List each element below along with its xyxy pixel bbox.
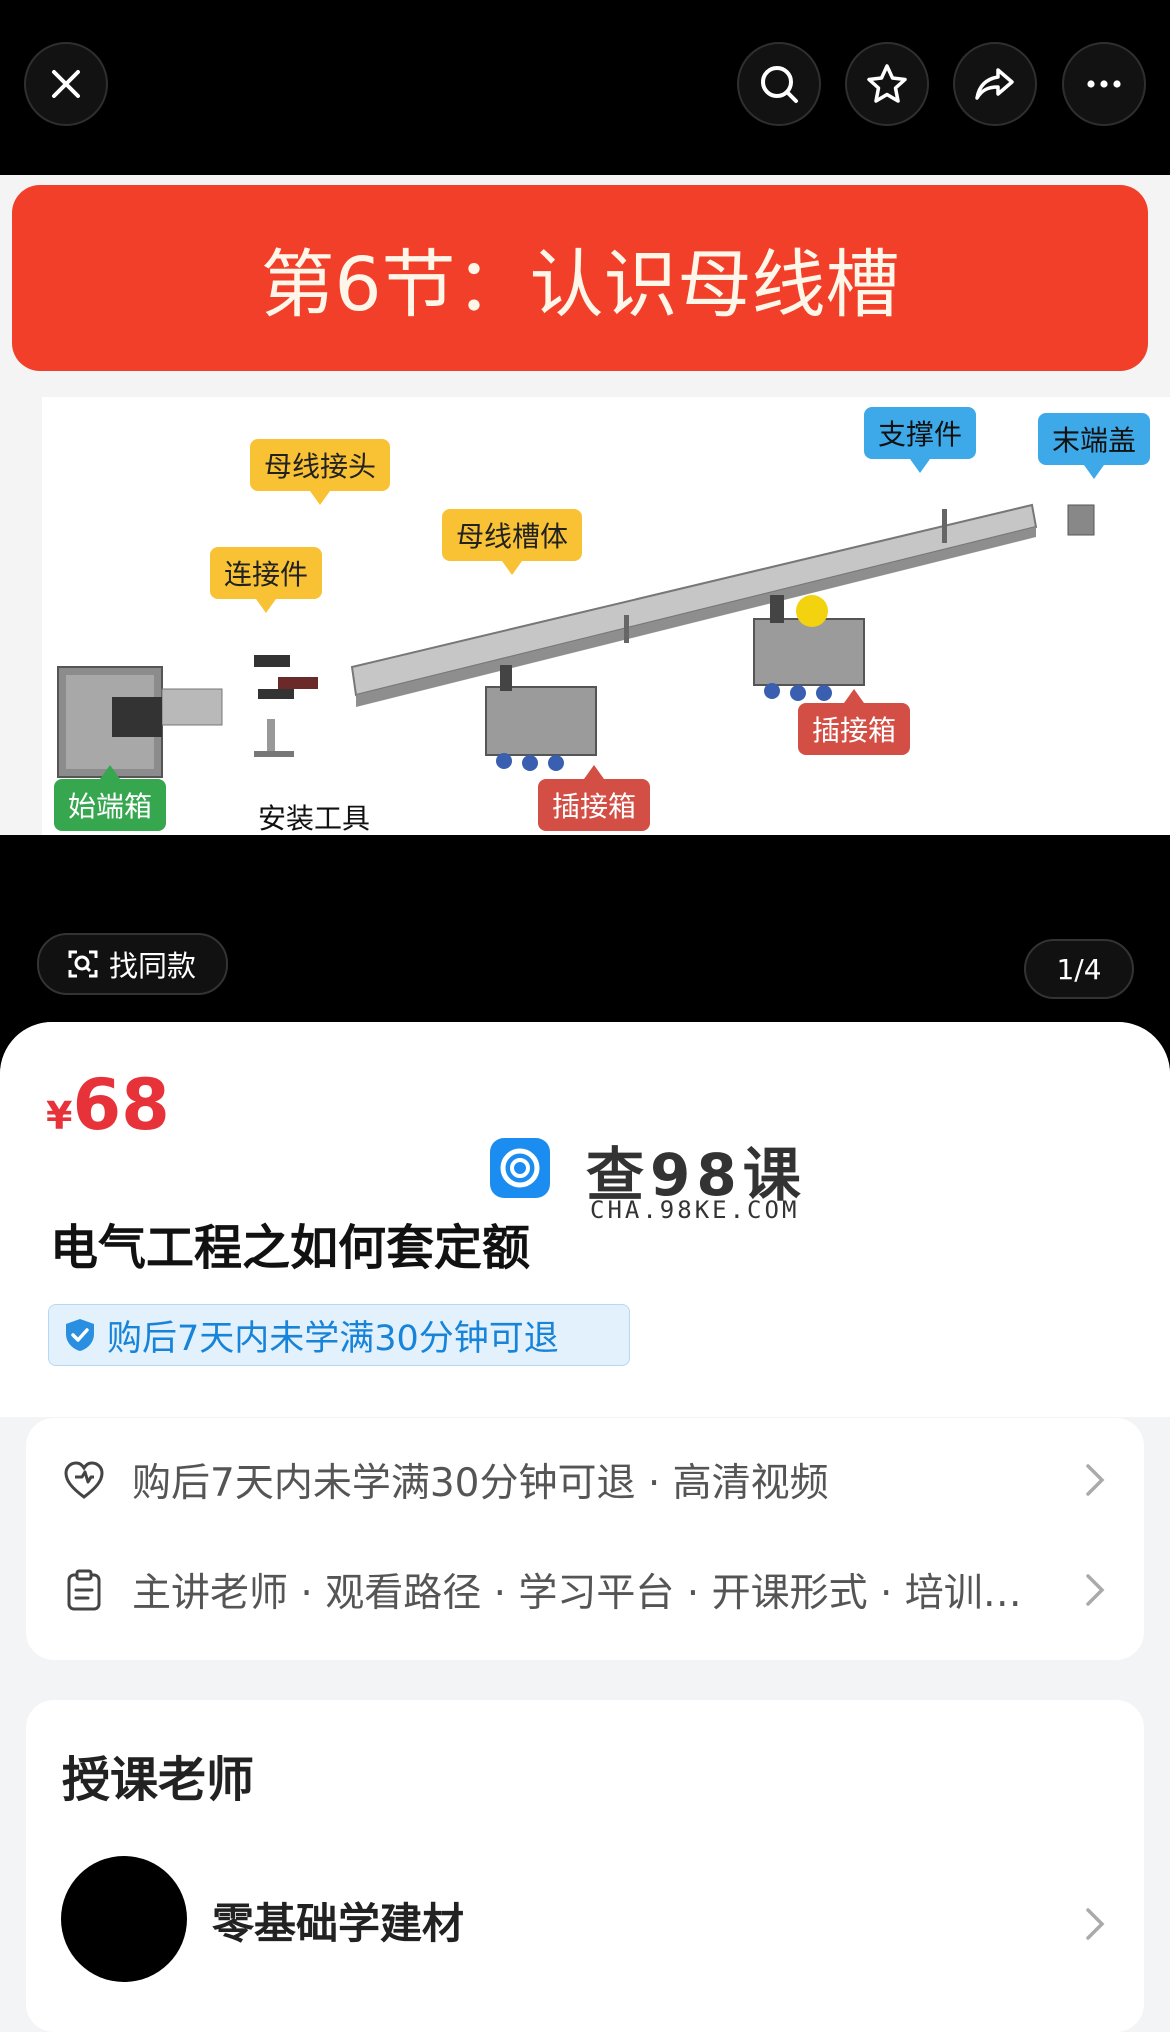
- product-image[interactable]: 第6节：认识母线槽: [0, 175, 1170, 835]
- image-counter: 1/4: [1024, 939, 1134, 999]
- label-start-box: 始端箱: [54, 765, 167, 831]
- info-row-refund-text: 购后7天内未学满30分钟可退 · 高清视频: [132, 1461, 829, 1506]
- label-plug-box-1: 插接箱: [538, 765, 651, 831]
- search-button[interactable]: [737, 42, 821, 126]
- guarantee-badge-text: 购后7天内未学满30分钟可退: [107, 1318, 559, 1359]
- top-bar: [0, 0, 1170, 175]
- price-value: 68: [72, 1064, 170, 1146]
- star-icon: [867, 64, 907, 103]
- label-end-cover: 末端盖: [1038, 413, 1151, 479]
- teacher-card: 授课老师 零基础学建材: [26, 1700, 1144, 2032]
- price-currency: ¥: [46, 1094, 73, 1138]
- find-same-button[interactable]: 找同款: [37, 933, 229, 995]
- share-button[interactable]: [953, 42, 1037, 126]
- chevron-right-icon: [1086, 1464, 1105, 1496]
- close-icon: [52, 70, 80, 98]
- teacher-avatar[interactable]: [61, 1856, 187, 1982]
- info-row-refund[interactable]: 购后7天内未学满30分钟可退 · 高清视频: [26, 1430, 1144, 1530]
- clipboard-icon: [67, 1569, 101, 1611]
- shield-check-icon: [66, 1319, 94, 1351]
- label-busbar-joint: 母线接头: [250, 439, 391, 505]
- slide-banner: 第6节：认识母线槽: [12, 185, 1148, 371]
- info-card: 购后7天内未学满30分钟可退 · 高清视频 主讲老师 · 观看路径 · 学习平台…: [26, 1418, 1144, 1660]
- heart-shield-icon: [64, 1461, 104, 1499]
- slide-title: 第6节：认识母线槽: [260, 241, 900, 328]
- product-title: 电气工程之如何套定额: [50, 1220, 531, 1276]
- info-row-details-text: 主讲老师 · 观看路径 · 学习平台 · 开课形式 · 培训…: [132, 1571, 1022, 1616]
- watermark-text: 查98课: [586, 1141, 807, 1209]
- busbar-diagram: 母线接头 连接件 母线槽体 支撑件 末端盖 插接箱 插接箱 始端箱 安装工具: [42, 397, 1170, 835]
- guarantee-badge: 购后7天内未学满30分钟可退: [48, 1304, 630, 1366]
- busbar-illustration: [57, 503, 1095, 778]
- find-same-label: 找同款: [109, 949, 197, 983]
- more-button[interactable]: [1062, 42, 1146, 126]
- favorite-button[interactable]: [845, 42, 929, 126]
- watermark-logo-icon: [490, 1138, 550, 1198]
- price: ¥68: [46, 1064, 170, 1146]
- search-icon: [761, 66, 798, 103]
- label-busbar-body: 母线槽体: [442, 509, 583, 575]
- teacher-name[interactable]: 零基础学建材: [212, 1899, 465, 1948]
- label-plug-box-2: 插接箱: [798, 689, 911, 755]
- more-icon: [1087, 80, 1121, 88]
- label-support: 支撑件: [864, 407, 977, 473]
- teacher-section-title: 授课老师: [62, 1752, 255, 1808]
- label-connector: 连接件: [210, 547, 323, 613]
- product-sheet: ¥68 查98课 CHA.98KE.COM 电气工程之如何套定额 购后7天内未学…: [0, 1022, 1170, 2032]
- chevron-right-icon: [1086, 1574, 1105, 1606]
- close-button[interactable]: [24, 42, 108, 126]
- product-header: ¥68 查98课 CHA.98KE.COM 电气工程之如何套定额 购后7天内未学…: [0, 1022, 1170, 1417]
- watermark-subtext: CHA.98KE.COM: [590, 1196, 800, 1224]
- info-row-details[interactable]: 主讲老师 · 观看路径 · 学习平台 · 开课形式 · 培训…: [26, 1540, 1144, 1640]
- label-install-tool: 安装工具: [258, 802, 371, 835]
- scan-icon: [68, 950, 98, 978]
- chevron-right-icon[interactable]: [1082, 1904, 1108, 1944]
- share-icon: [975, 68, 1014, 100]
